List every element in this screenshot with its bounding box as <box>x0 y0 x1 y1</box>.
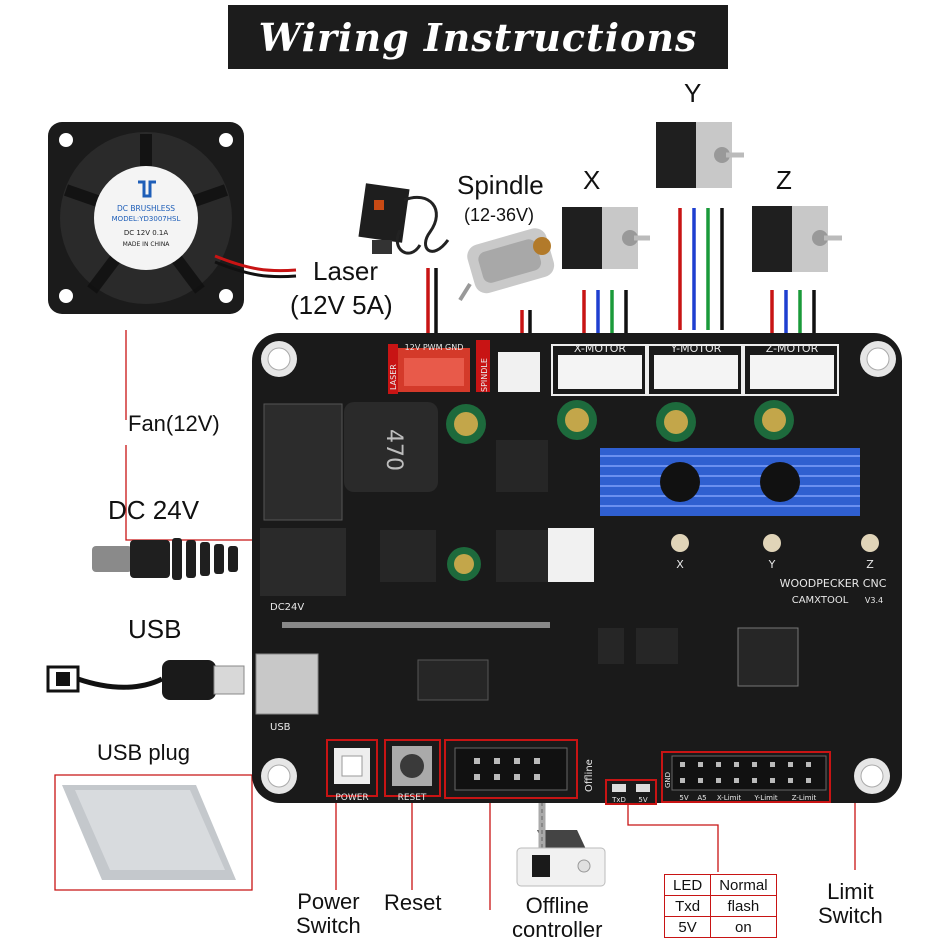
laser-image <box>358 183 450 255</box>
led-table-header-normal: Normal <box>710 874 777 896</box>
board-maker-label: CAMXTOOL <box>792 595 849 606</box>
dc-24v-label: DC 24V <box>108 495 200 525</box>
limit-gnd-label: GND <box>664 772 672 788</box>
usb-plug-label: USB plug <box>97 740 190 765</box>
offline-controller-line-2: controller <box>512 916 603 942</box>
fan-model-text: MODEL:YD3007HSL <box>112 215 181 223</box>
y-limit-label: Y-Limit <box>753 794 778 802</box>
board-name-label: WOODPECKER CNC <box>780 577 887 590</box>
z-motor-label: Z-MOTOR <box>766 342 819 355</box>
dc-jack-image <box>92 538 238 580</box>
page-title: Wiring Instructions <box>258 14 698 60</box>
limit-switch-line-2: Switch <box>818 902 883 928</box>
offline-board-label: Offline <box>584 759 595 792</box>
laser-label: Laser <box>313 256 379 286</box>
fan-brand-text: DC BRUSHLESS <box>117 204 175 213</box>
motor-x-label: X <box>583 165 601 195</box>
fan-origin-text: MADE IN CHINA <box>123 241 171 248</box>
z-limit-label: Z-Limit <box>792 794 817 802</box>
fan-rating-text: DC 12V 0.1A <box>124 229 169 237</box>
txd-board-label: TxD <box>611 796 626 804</box>
dc24v-board-label: DC24V <box>270 602 304 613</box>
offline-controller-label: Offline controller <box>512 894 602 942</box>
motor-y-label: Y <box>684 78 702 108</box>
x-limit-label: X-Limit <box>717 794 742 802</box>
spindle-spec-label: (12-36V) <box>464 205 535 225</box>
led-callout-line <box>627 805 719 872</box>
motor-x-image <box>562 207 650 269</box>
limit-switch-label: Limit Switch <box>818 880 883 928</box>
led-status-table: LED Normal Txd flash 5V on <box>663 874 777 938</box>
pot-label-z: Z <box>866 558 874 571</box>
led-table-header: LED Normal <box>663 874 777 896</box>
x-motor-label: X-MOTOR <box>574 342 626 355</box>
motor-z-image <box>752 206 842 272</box>
led-table-row: 5V on <box>663 916 777 938</box>
offline-controller-image <box>516 795 606 887</box>
power-board-label: POWER <box>335 793 368 803</box>
fan-label: Fan(12V) <box>128 411 220 436</box>
laser-connector-label: LASER <box>389 364 398 390</box>
power-switch-label: Power Switch <box>296 890 361 938</box>
laptop-frame <box>54 774 253 891</box>
fan-image: DC BRUSHLESS MODEL:YD3007HSL DC 12V 0.1A… <box>48 122 297 314</box>
power-switch-line-2: Switch <box>296 912 361 938</box>
y-motor-label: Y-MOTOR <box>670 342 722 355</box>
fivev-board-label: 5V <box>638 796 647 804</box>
pot-label-x: X <box>676 558 684 571</box>
led-table-row: Txd flash <box>663 895 777 917</box>
spindle-connector-label: SPINDLE <box>480 358 489 392</box>
offline-controller-line-1: Offline <box>525 893 589 918</box>
board-version-label: V3.4 <box>865 596 883 605</box>
motor-y-image <box>656 122 744 188</box>
pcb-board: 12V PWM GND LASER SPINDLE X-MOTOR Y-MOTO… <box>252 333 902 805</box>
laser-spec-label: (12V 5A) <box>290 290 393 320</box>
spindle-label: Spindle <box>457 170 544 200</box>
motor-z-label: Z <box>776 165 792 195</box>
laser-pin-label: 12V PWM GND <box>405 343 464 352</box>
usb-board-label: USB <box>270 722 291 733</box>
reset-board-label: RESET <box>398 793 427 803</box>
spindle-image <box>458 228 555 302</box>
led-table-cell: on <box>710 916 777 938</box>
led-table-header-led: LED <box>663 874 712 896</box>
led-table-cell: flash <box>710 895 777 917</box>
wires <box>426 208 816 340</box>
limit-a5-label: A5 <box>697 794 706 802</box>
title-banner: Wiring Instructions <box>228 5 728 69</box>
power-switch-line-1: Power <box>297 889 360 914</box>
usb-label: USB <box>128 614 182 644</box>
usb-cable-image <box>46 660 245 700</box>
led-table-cell: Txd <box>663 895 712 917</box>
led-table-cell: 5V <box>663 916 712 938</box>
capacitors <box>446 400 794 581</box>
inductor-label: 470 <box>381 429 406 471</box>
limit-5v-label: 5V <box>679 794 688 802</box>
pot-label-y: Y <box>768 558 776 571</box>
reset-label: Reset <box>384 890 442 915</box>
limit-switch-line-1: Limit <box>827 879 874 904</box>
